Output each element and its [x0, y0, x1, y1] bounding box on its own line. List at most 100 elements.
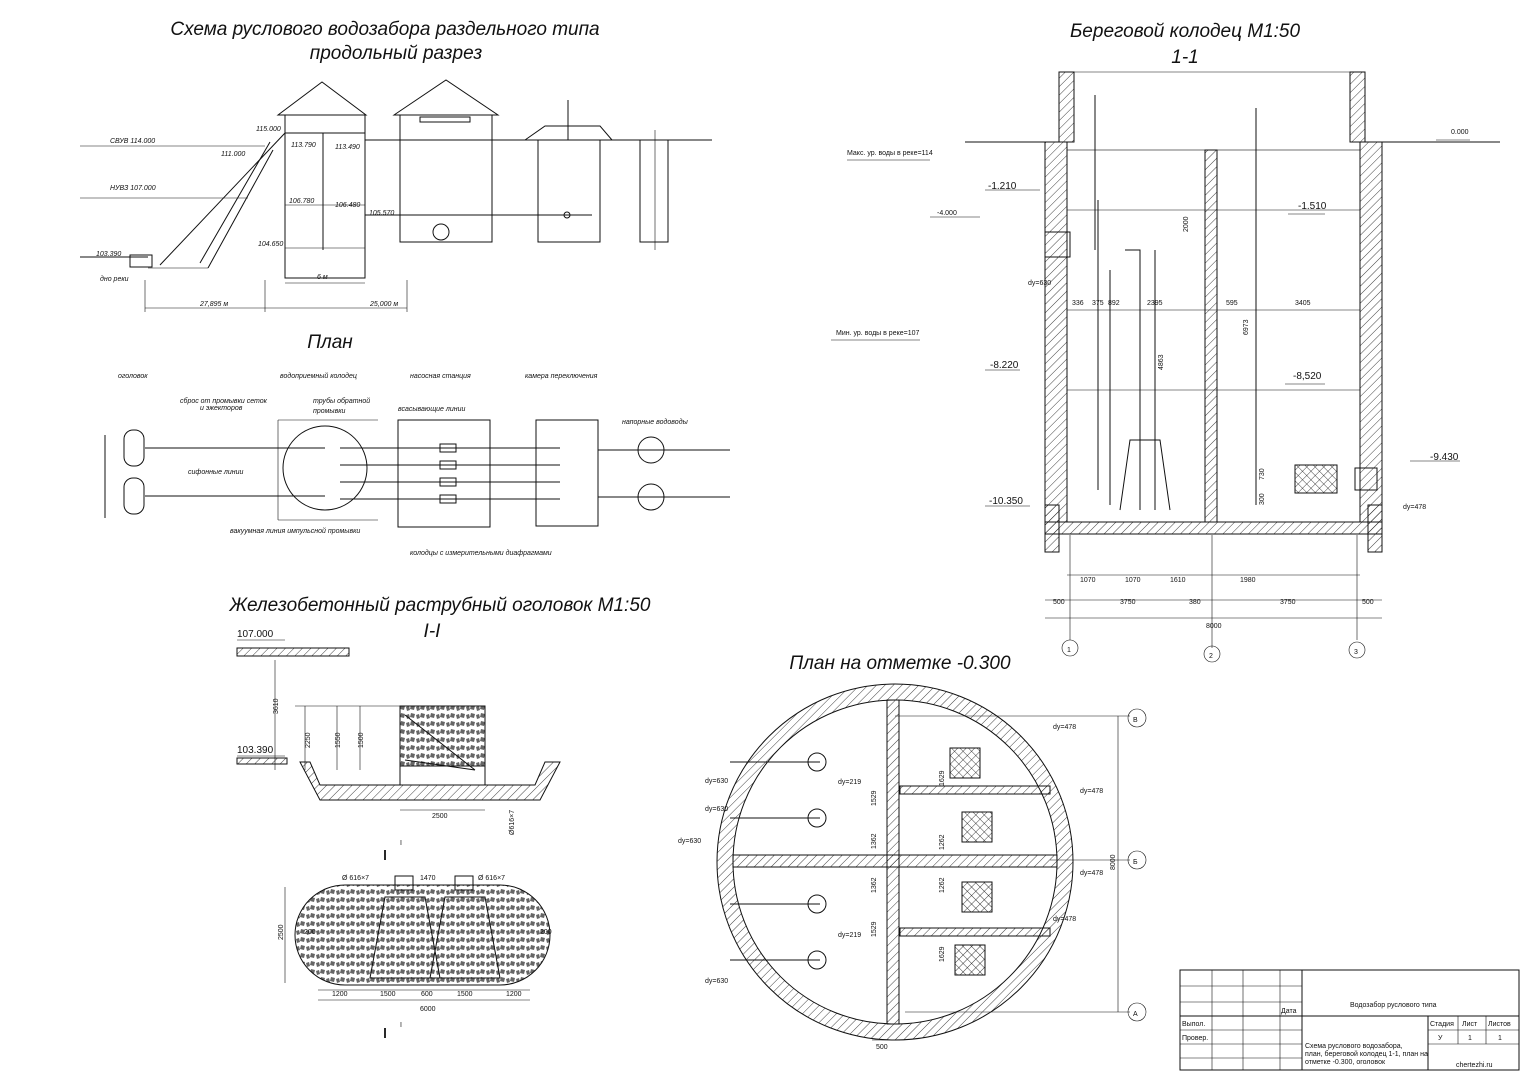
scheme-subtitle: продольный разрез: [310, 43, 483, 64]
stamp-sheets-header: Листов: [1488, 1021, 1511, 1028]
stamp-stage: У: [1438, 1035, 1443, 1042]
river-bottom-label: дно реки: [100, 275, 129, 283]
stamp-desc-3: отметке -0.300, оголовок: [1305, 1059, 1386, 1066]
well-axis-2: 2: [1209, 653, 1213, 660]
pl-dim-1629b: 1629: [939, 946, 946, 962]
og-dim-1500-l: 1500: [380, 991, 396, 998]
label-backflush-2: промывки: [313, 408, 346, 415]
well-axis-3: 3: [1354, 649, 1358, 656]
pl-dim-1262b: 1262: [939, 877, 946, 893]
stamp-project: Водозабор руслового типа: [1350, 1001, 1437, 1009]
label-pressure-lines: напорные водоводы: [622, 418, 689, 426]
mark-106480: 106.480: [335, 202, 360, 209]
pl-axis-a: А: [1133, 1011, 1138, 1018]
well-mark-4000: -4.000: [937, 210, 957, 217]
ogolovok-section-label: I-I: [424, 621, 442, 642]
well-dim-3750r: 3750: [1280, 599, 1296, 606]
shore-well-section: Береговой колодец М1:50 1-1: [831, 21, 1500, 663]
scheme-longitudinal: Схема руслового водозабора раздельного т…: [80, 19, 712, 312]
pl-dim-500: 500: [876, 1044, 888, 1051]
mark-113490: 113.490: [335, 144, 360, 151]
dim-25000: 25,000 м: [369, 301, 398, 308]
og-dim-d616-b: Ø 616×7: [478, 875, 505, 882]
stamp-executed: Выпол.: [1182, 1021, 1205, 1028]
og-dim-1200-l: 1200: [332, 991, 348, 998]
well-dim-3405: 3405: [1295, 300, 1311, 307]
mark-104650: 104.650: [258, 241, 283, 248]
well-mark-1510: -1.510: [1298, 201, 1327, 212]
dim-6m: 6 м: [317, 274, 328, 281]
label-flush-2: и эжекторов: [200, 405, 243, 412]
og-dim-d616: Ø616×7: [509, 810, 516, 835]
well-section-label: 1-1: [1171, 47, 1198, 68]
ogolovok-title: Железобетонный раструбный оголовок М1:50: [229, 595, 651, 616]
pl-dim-8000: 8000: [1110, 854, 1117, 870]
well-dim-375: 375: [1092, 300, 1104, 307]
og-dim-200-l: 200: [304, 929, 316, 936]
dim-27895: 27,895 м: [199, 301, 228, 308]
mark-115: 115.000: [256, 126, 281, 133]
well-mark-8520: -8,520: [1293, 371, 1322, 382]
stamp-sheets: 1: [1498, 1035, 1502, 1042]
well-dim-500r: 500: [1362, 599, 1374, 606]
plan-scheme: План оголовок водоприемный колодец насос…: [104, 332, 730, 557]
stamp-sheet: 1: [1468, 1035, 1472, 1042]
mark-105570: 105.570: [369, 210, 394, 217]
og-dim-3610: 3610: [273, 698, 280, 714]
mark-111: 111.000: [221, 151, 245, 158]
stamp-date: Дата: [1281, 1008, 1297, 1015]
stamp-watermark: chertezhi.ru: [1456, 1062, 1493, 1069]
label-vacuum-line: вакуумная линия импульсной промывки: [230, 527, 360, 535]
stamp-desc-1: Схема руслового водозабора,: [1305, 1042, 1403, 1050]
stamp-stage-header: Стадия: [1430, 1021, 1454, 1028]
plan-title: План: [307, 332, 353, 353]
well-note-dy478: dy=478: [1403, 504, 1426, 511]
pl-dim-1529a: 1529: [871, 790, 878, 806]
og-dim-1500: 1500: [358, 732, 365, 748]
pl-dy478-a: dy=478: [1053, 724, 1076, 731]
pl-axis-v: В: [1133, 717, 1138, 724]
og-mark-107: 107.000: [237, 629, 274, 640]
well-dim-3750l: 3750: [1120, 599, 1136, 606]
well-dim-2000: 2000: [1183, 216, 1190, 232]
label-siphon-lines: сифонные линии: [188, 469, 243, 476]
pl-dy219-a: dy=219: [838, 779, 861, 786]
well-mark-1210: -1.210: [988, 181, 1017, 192]
plan-level-title: План на отметке -0.300: [789, 653, 1011, 674]
plan-level-section: План на отметке -0.300 dy=630 dy=219 dy=…: [678, 653, 1147, 1051]
pl-dim-1362a: 1362: [871, 833, 878, 849]
pl-dim-1529b: 1529: [871, 921, 878, 937]
well-axis-1: 1: [1067, 647, 1071, 654]
pl-dim-1629a: 1629: [939, 770, 946, 786]
pl-dim-1362b: 1362: [871, 877, 878, 893]
label-measure-wells: колодцы с измерительными диафрагмами: [410, 549, 552, 557]
og-dim-600: 600: [421, 991, 433, 998]
well-dim-500l: 500: [1053, 599, 1065, 606]
scheme-title: Схема руслового водозабора раздельного т…: [170, 19, 599, 40]
pl-dim-1262a: 1262: [939, 834, 946, 850]
label-suction-lines: всасывающие линии: [398, 406, 465, 413]
og-dim-1500-r: 1500: [457, 991, 473, 998]
well-dim-1610: 1610: [1170, 577, 1186, 584]
label-backflush-1: трубы обратной: [313, 397, 370, 405]
pl-dy630-a: dy=630: [705, 778, 728, 785]
label-intake-well: водоприемный колодец: [280, 372, 357, 380]
og-dim-d616-a: Ø 616×7: [342, 875, 369, 882]
well-note-min: Мин. ур. воды в реке=107: [836, 330, 919, 337]
well-dim-8000: 8000: [1206, 623, 1222, 630]
og-dim-1550: 1550: [335, 732, 342, 748]
well-dim-4863: 4863: [1158, 354, 1165, 370]
og-dim-200-r: 200: [540, 929, 552, 936]
label-pump-station: насосная станция: [410, 373, 471, 380]
og-cut-top: I: [400, 840, 402, 847]
og-dim-2250: 2250: [305, 732, 312, 748]
well-title: Береговой колодец М1:50: [1070, 21, 1301, 42]
label-switch-chamber: камера переключения: [525, 373, 598, 380]
stamp-sheet-header: Лист: [1462, 1021, 1478, 1028]
mark-103390: 103.390: [96, 251, 121, 258]
label-flush-1: сброс от промывки сеток: [180, 397, 268, 405]
title-block: Водозабор руслового типа Дата Выпол. Про…: [1179, 969, 1520, 1071]
label-ogolovok: оголовок: [118, 373, 148, 380]
well-note-max: Макс. ур. воды в реке=114: [847, 150, 933, 157]
